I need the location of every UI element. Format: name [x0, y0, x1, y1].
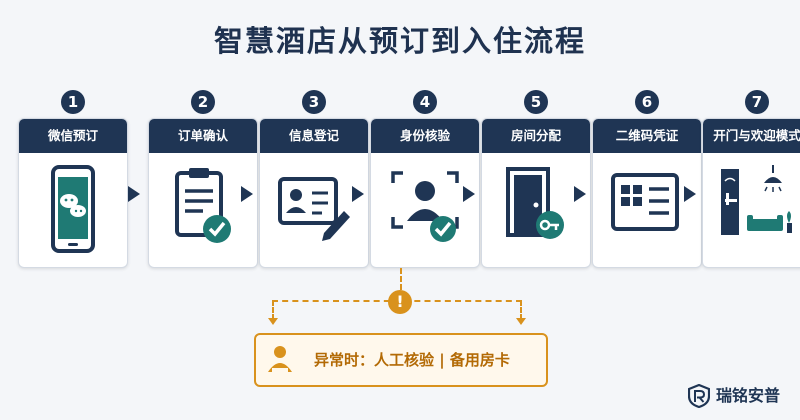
step-label: 开门与欢迎模式 [703, 119, 800, 153]
step-label: 订单确认 [149, 119, 257, 153]
exception-box: 异常时：人工核验 | 备用房卡 [254, 333, 548, 387]
flow-arrow [574, 186, 586, 202]
step-number: 5 [524, 90, 548, 114]
page-title: 智慧酒店从预订到入住流程 [213, 24, 586, 58]
exception-arrow-left [268, 318, 278, 325]
step-label: 信息登记 [260, 119, 368, 153]
smartphone-wechat-icon [33, 163, 113, 259]
qr-voucher-icon [607, 163, 687, 259]
room-door-lamp-sofa-icon [717, 163, 797, 259]
door-key-icon [496, 163, 576, 259]
exception-connector [400, 268, 402, 290]
step-card-identity-verify: 4 身份核验 [370, 90, 480, 268]
step-card: 二维码凭证 [592, 118, 702, 268]
exception-arrow-right [516, 318, 526, 325]
step-card-qr-voucher: 6 二维码凭证 [592, 90, 702, 268]
step-label: 身份核验 [371, 119, 479, 153]
step-card-wechat-booking: 1 微信预订 [18, 90, 128, 268]
step-card: 身份核验 [370, 118, 480, 268]
step-label: 房间分配 [482, 119, 590, 153]
step-label: 微信预订 [19, 119, 127, 153]
flow-arrow [684, 186, 696, 202]
clipboard-check-icon [163, 163, 243, 259]
step-card-room-assign: 5 房间分配 [481, 90, 591, 268]
flow-arrow [463, 186, 475, 202]
flow-arrow [128, 186, 140, 202]
step-card-order-confirm: 2 订单确认 [148, 90, 258, 268]
step-card: 房间分配 [481, 118, 591, 268]
step-number: 6 [635, 90, 659, 114]
step-number: 7 [745, 90, 769, 114]
flow-arrow [241, 186, 253, 202]
step-label: 二维码凭证 [593, 119, 701, 153]
step-number: 1 [61, 90, 85, 114]
flow-arrow [352, 186, 364, 202]
brand-name: 瑞铭安普 [716, 386, 781, 405]
step-card: 开门与欢迎模式 [702, 118, 800, 268]
step-card: 微信预订 [18, 118, 128, 268]
step-card-info-register: 3 信息登记 [259, 90, 369, 268]
id-card-pen-icon [274, 163, 354, 259]
face-scan-check-icon [385, 163, 465, 259]
step-card-door-welcome: 7 开门与欢迎模式 [702, 90, 800, 268]
step-number: 4 [413, 90, 437, 114]
step-card: 信息登记 [259, 118, 369, 268]
staff-person-icon [266, 344, 294, 374]
step-number: 2 [191, 90, 215, 114]
exception-branch-left [272, 300, 274, 320]
step-card: 订单确认 [148, 118, 258, 268]
warning-alert-icon: ! [388, 290, 412, 314]
step-number: 3 [302, 90, 326, 114]
exception-branch-right [520, 300, 522, 320]
r-shield-logo-icon [687, 383, 711, 409]
exception-text: 异常时：人工核验 | 备用房卡 [314, 351, 510, 369]
